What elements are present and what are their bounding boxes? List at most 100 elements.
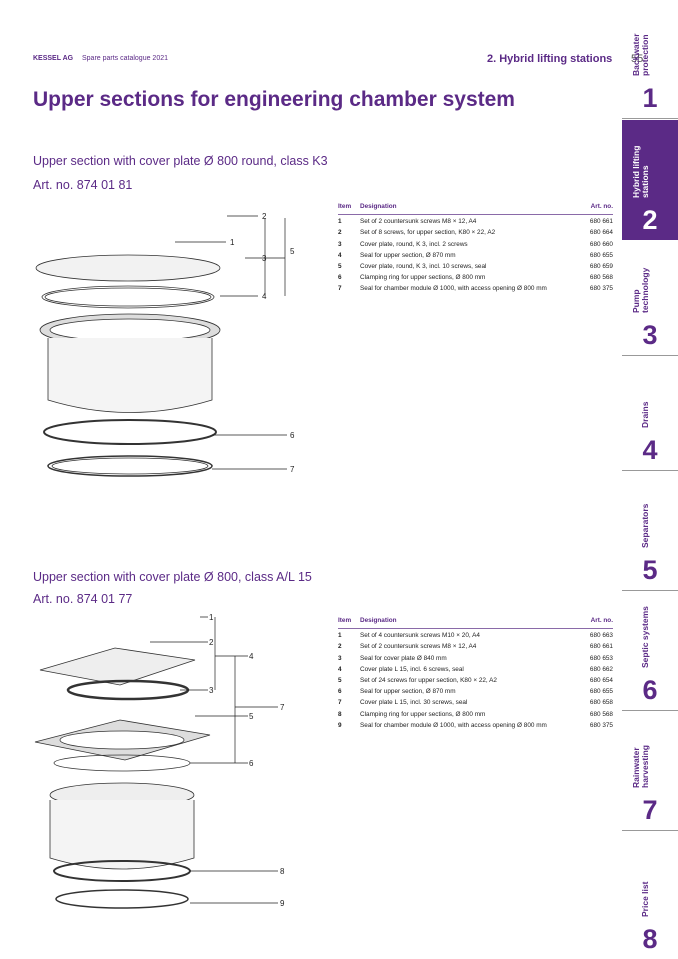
item-number: 6: [338, 274, 342, 282]
callout-6: 6: [249, 759, 254, 768]
section-1-art-no: Art. no. 874 01 81: [33, 178, 133, 192]
chapter-tab-number: 1: [642, 83, 658, 113]
article-number: 680 655: [589, 688, 613, 696]
item-number: 5: [338, 262, 342, 270]
catalogue-name: Spare parts catalogue 2021: [82, 55, 169, 62]
designation: Set of 2 countersunk screws M8 × 12, A4: [360, 643, 477, 651]
callout-1: 1: [230, 238, 235, 247]
chapter-tab-4[interactable]: Drains 4: [622, 355, 678, 471]
section-2-art-no: Art. no. 874 01 77: [33, 592, 133, 606]
item-number: 6: [338, 688, 342, 696]
article-number: 680 375: [589, 721, 613, 729]
column-header: Designation: [360, 203, 586, 215]
callout-4: 4: [249, 652, 254, 661]
section-1-title: Upper section with cover plate Ø 800 rou…: [33, 154, 328, 168]
exploded-drawings: 2 1 3 5 4 6 7 1 2 4 3 5 7 6 8 9: [34, 212, 295, 909]
item-number: 5: [338, 676, 342, 684]
article-number: 680 660: [589, 240, 613, 248]
callout-6: 6: [290, 431, 295, 440]
chapter-tab-6[interactable]: Septic systems 6: [622, 590, 678, 711]
chapter-tab-label: Separators: [640, 503, 650, 548]
chapter-tab-3[interactable]: Pump technology 3: [622, 240, 678, 356]
item-number: 7: [338, 699, 342, 707]
article-number: 680 654: [589, 676, 613, 684]
designation: Clamping ring for upper sections, Ø 800 …: [360, 710, 486, 718]
chapter-tab-label: Hybrid lifting stations: [631, 145, 650, 198]
column-header: Art. no.: [585, 617, 613, 629]
article-number: 680 568: [589, 274, 613, 282]
chapter-title: 2. Hybrid lifting stations: [487, 53, 613, 65]
chapter-tab-label: Drains: [640, 401, 650, 428]
callout-9: 9: [280, 899, 285, 908]
chapter-tab-number: 8: [642, 924, 658, 954]
chapter-tab-8[interactable]: Price list 8: [622, 830, 678, 959]
article-number: 680 653: [589, 654, 613, 662]
article-number: 680 375: [589, 285, 613, 293]
callout-5: 5: [249, 712, 254, 721]
article-number: 680 661: [589, 643, 613, 651]
chapter-tab-label: Septic systems: [640, 606, 650, 668]
section-2-title: Upper section with cover plate Ø 800, cl…: [33, 570, 312, 584]
item-number: 2: [338, 643, 342, 651]
item-number: 4: [338, 251, 342, 259]
column-header: Art. no.: [585, 203, 613, 215]
column-header: Item: [338, 617, 360, 629]
designation: Seal for chamber module Ø 1000, with acc…: [360, 285, 547, 293]
designation: Seal for upper section, Ø 870 mm: [360, 251, 456, 259]
chapter-tab-number: 3: [642, 320, 658, 350]
chapter-tab-5[interactable]: Separators 5: [622, 470, 678, 591]
drawing-1-callouts: 2 1 3 5 4 6 7: [230, 212, 295, 474]
item-number: 3: [338, 240, 342, 248]
chapter-tab-number: 4: [642, 435, 658, 465]
article-number: 680 662: [589, 665, 613, 673]
callout-2: 2: [209, 638, 214, 647]
callout-4: 4: [262, 292, 267, 301]
item-number: 1: [338, 632, 342, 640]
table-row: 5 Cover plate, round, K 3, incl. 10 screw…: [338, 260, 613, 271]
article-number: 680 655: [589, 251, 613, 259]
item-number: 7: [338, 285, 342, 293]
callout-3: 3: [262, 254, 267, 263]
designation: Seal for chamber module Ø 1000, with acc…: [360, 721, 547, 729]
designation: Clamping ring for upper sections, Ø 800 …: [360, 274, 486, 282]
designation: Cover plate L 15, incl. 6 screws, seal: [360, 665, 464, 673]
chapter-tab-number: 5: [642, 555, 658, 585]
callout-7: 7: [290, 465, 295, 474]
designation: Cover plate, round, K 3, incl. 10 screws…: [360, 262, 487, 270]
callout-5: 5: [290, 247, 295, 256]
article-number: 680 568: [589, 710, 613, 718]
callout-7: 7: [280, 703, 285, 712]
article-number: 680 658: [589, 699, 613, 707]
drawing-2: [34, 616, 278, 909]
page-title: Upper sections for engineering chamber s…: [33, 88, 515, 111]
callout-1: 1: [209, 613, 214, 622]
chapter-tab-number: 6: [642, 675, 658, 705]
item-number: 8: [338, 710, 342, 718]
table-row: 4 Seal for upper section, Ø 870 mm 680 655: [338, 249, 613, 260]
chapter-tab-label: Pump technology: [631, 267, 650, 313]
callout-2: 2: [262, 212, 267, 221]
designation: Cover plate, round, K 3, incl. 2 screws: [360, 240, 468, 248]
chapter-tab-label: Price list: [640, 881, 650, 917]
column-header: Designation: [360, 617, 586, 629]
item-number: 1: [338, 218, 342, 226]
article-number: 680 659: [589, 262, 613, 270]
chapter-tab-number: 7: [642, 795, 658, 825]
